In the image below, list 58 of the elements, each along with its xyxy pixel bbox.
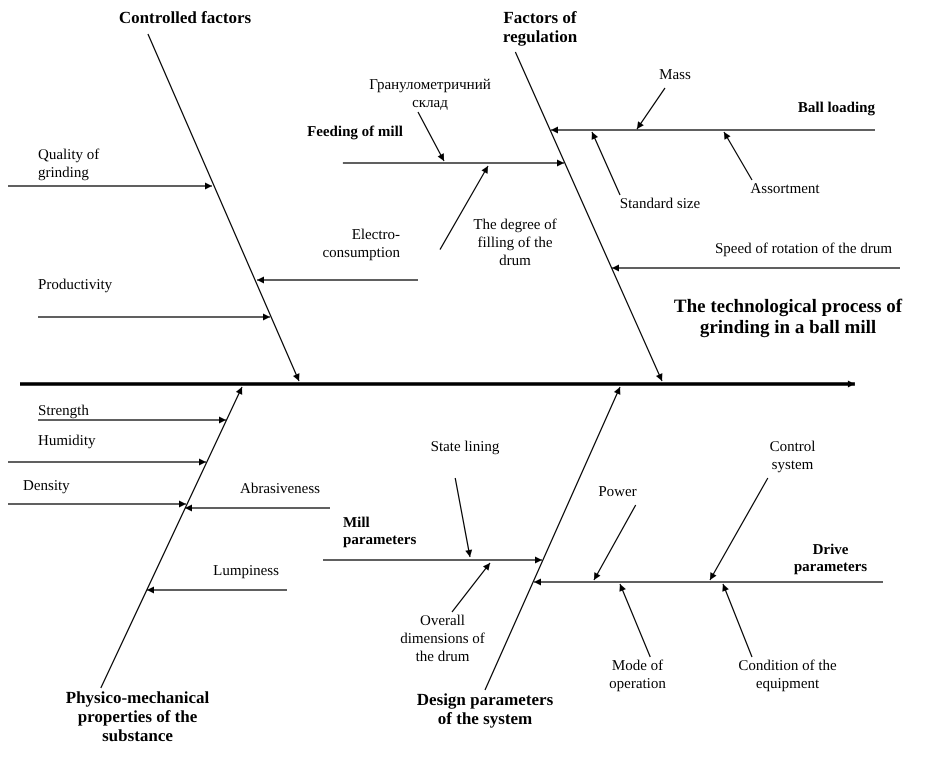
arrow	[38, 416, 226, 424]
branch-arrow	[534, 578, 883, 586]
cause-label: Power	[585, 483, 650, 505]
cause-label: Standard size	[600, 195, 720, 215]
arrow	[722, 584, 753, 658]
sub-category-label: Feeding of mill	[300, 124, 410, 163]
arrow	[723, 132, 753, 180]
cause-label: Electro-consumption	[280, 226, 418, 280]
arrow	[454, 478, 472, 558]
cause-label: Condition of the equipment	[725, 657, 850, 697]
cause-label: Lumpiness	[160, 562, 287, 590]
cause-label: Strength	[38, 403, 132, 420]
arrow	[417, 112, 445, 162]
cause-label: Assortment	[735, 180, 835, 200]
arrow	[591, 132, 621, 196]
cause-label: Speed of rotation of the drum	[630, 240, 900, 268]
bone-arrow	[100, 386, 243, 688]
arrow	[709, 478, 768, 580]
cause-label: Abrasiveness	[210, 480, 330, 508]
arrow	[612, 264, 900, 272]
cause-label: Quality of grinding	[8, 146, 118, 186]
cause-label: Overall dimensions of the drum	[395, 612, 490, 668]
sub-category-label: Mill parameters	[323, 515, 423, 560]
cause-label: Гранулометричний склад	[355, 76, 505, 112]
category-label: Physico-mechanical properties of the substance	[65, 688, 210, 760]
arrow	[185, 504, 330, 512]
category-label: Design parameters of the system	[410, 690, 560, 756]
arrow	[257, 276, 418, 284]
effect-title: The technological process of grinding in a ball mill	[638, 296, 938, 384]
arrow	[8, 182, 212, 190]
cause-label: Productivity	[38, 276, 168, 317]
cause-label: Control system	[750, 438, 835, 478]
arrow	[636, 88, 666, 130]
arrow	[593, 504, 636, 580]
arrow	[439, 166, 489, 250]
arrow	[452, 562, 490, 612]
arrow	[8, 458, 206, 466]
arrow	[8, 500, 186, 508]
category-label: Factors of regulation	[470, 8, 610, 52]
bone-arrow	[484, 386, 621, 690]
cause-label: Mass	[640, 66, 710, 88]
cause-label: Mode of operation	[595, 657, 680, 697]
branch-arrow	[342, 160, 564, 166]
bone-arrow	[514, 52, 663, 382]
sub-category-label: Ball loading	[760, 100, 875, 130]
arrow	[147, 586, 287, 594]
cause-label: The degree of filling of the drum	[440, 216, 565, 272]
bone-arrow	[147, 34, 300, 382]
category-label: Controlled factors	[90, 8, 280, 34]
branch-arrow	[323, 556, 542, 564]
arrow	[619, 584, 651, 658]
cause-label: Humidity	[8, 432, 128, 462]
arrow	[38, 314, 270, 320]
cause-label: State lining	[430, 438, 500, 478]
sub-category-label: Drive parameters	[778, 542, 883, 582]
cause-label: Density	[8, 477, 108, 504]
spine-arrow	[20, 380, 855, 388]
branch-arrow	[551, 126, 875, 134]
